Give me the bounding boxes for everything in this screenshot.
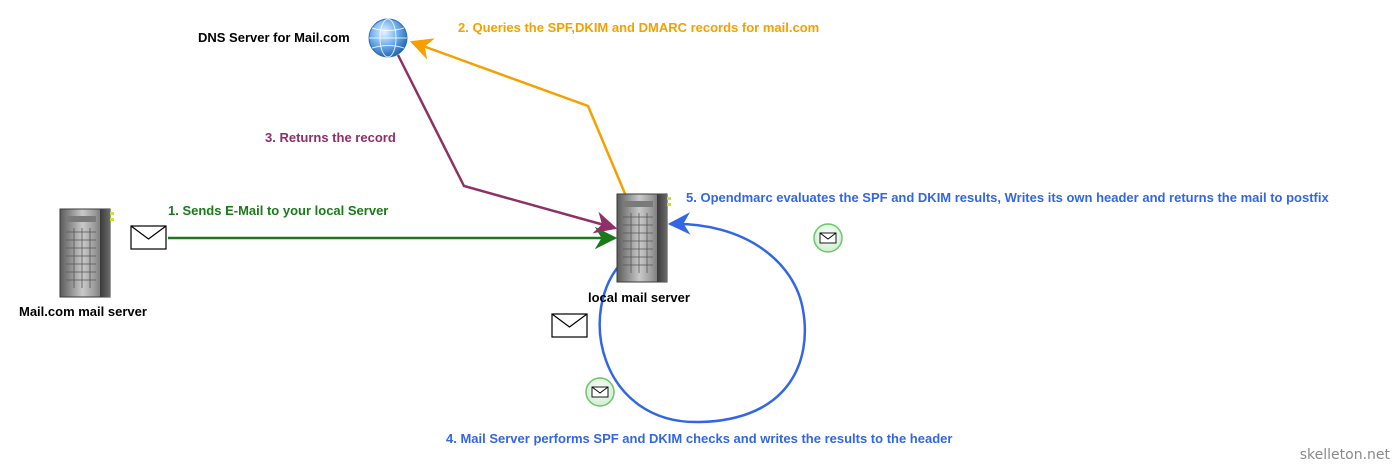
step3-arrow — [396, 54, 618, 234]
step3-label: 3. Returns the record — [265, 130, 396, 145]
server-icon — [616, 193, 671, 283]
envelope-icon — [551, 313, 588, 338]
server-icon — [59, 208, 114, 298]
step2-label: 2. Queries the SPF,DKIM and DMARC record… — [458, 20, 819, 35]
mailcom-server-label: Mail.com mail server — [19, 304, 147, 319]
local-server-label: local mail server — [588, 290, 690, 305]
mail-badge-icon — [813, 223, 843, 253]
mail-badge-icon — [585, 377, 615, 407]
step5-label: 5. Opendmarc evaluates the SPF and DKIM … — [686, 190, 1329, 205]
step1-label: 1. Sends E-Mail to your local Server — [168, 203, 388, 218]
watermark: skelleton.net — [1300, 447, 1391, 463]
processing-loop-arrow — [598, 212, 807, 424]
step4-label: 4. Mail Server performs SPF and DKIM che… — [446, 431, 952, 446]
globe-icon — [368, 18, 408, 58]
envelope-icon — [130, 225, 167, 250]
dns-server-label: DNS Server for Mail.com — [198, 30, 350, 45]
step2-arrow — [409, 38, 628, 197]
